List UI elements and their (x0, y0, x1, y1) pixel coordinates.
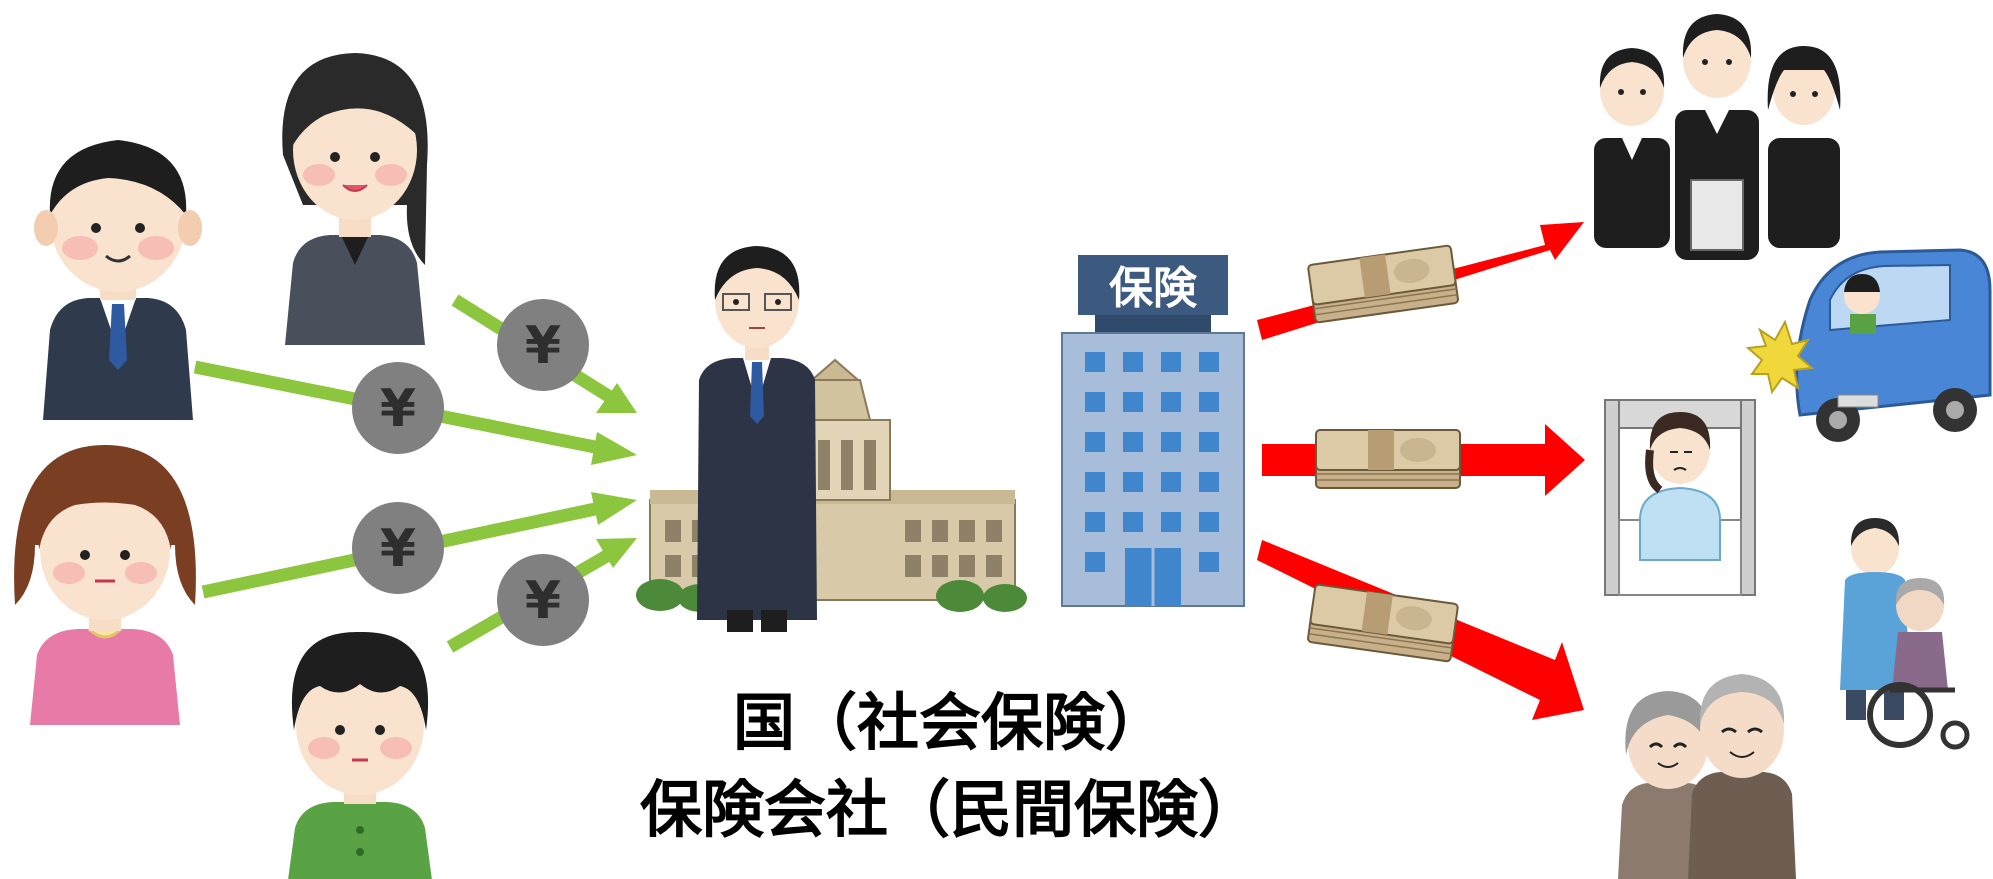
payout-arrow-3 (1257, 540, 1584, 720)
caregiver-wheelchair-icon (1840, 518, 1970, 750)
yen-coin-icon: ¥ (497, 554, 589, 646)
hospital-patient-icon (1604, 399, 1756, 596)
svg-text:¥: ¥ (525, 571, 561, 631)
woman-pink-shirt-icon (14, 445, 196, 725)
payout-arrow-1 (1257, 222, 1584, 340)
yen-coin-icon: ¥ (352, 362, 444, 454)
elderly-couple-icon (1618, 674, 1796, 879)
banknote-stack-icon (1315, 429, 1461, 489)
insurance-company-building-icon: 保険 (1061, 255, 1245, 607)
yen-coins: ¥ ¥ ¥ ¥ (352, 299, 589, 646)
payout-arrow-2 (1262, 424, 1585, 496)
government-official-icon (697, 246, 817, 632)
svg-text:¥: ¥ (380, 519, 416, 579)
svg-text:¥: ¥ (525, 316, 561, 376)
funeral-family-icon (1594, 14, 1841, 260)
caption-line-1: 国（社会保険） (732, 686, 1167, 759)
woman-in-suit-icon (282, 53, 428, 345)
banknote-stack-icon (1306, 583, 1460, 663)
building-sign-text: 保険 (1109, 263, 1198, 314)
man-in-suit-icon (34, 140, 202, 420)
man-green-shirt-icon (288, 631, 432, 879)
banknote-stack-icon (1306, 244, 1460, 324)
yen-coin-icon: ¥ (352, 502, 444, 594)
caption-line-2: 保険会社（民間保険） (639, 773, 1260, 846)
svg-text:¥: ¥ (380, 379, 416, 439)
yen-coin-icon: ¥ (497, 299, 589, 391)
payout-arrows (1257, 222, 1585, 720)
diet-building-icon (636, 358, 1027, 612)
car-accident-icon (1745, 248, 1992, 442)
